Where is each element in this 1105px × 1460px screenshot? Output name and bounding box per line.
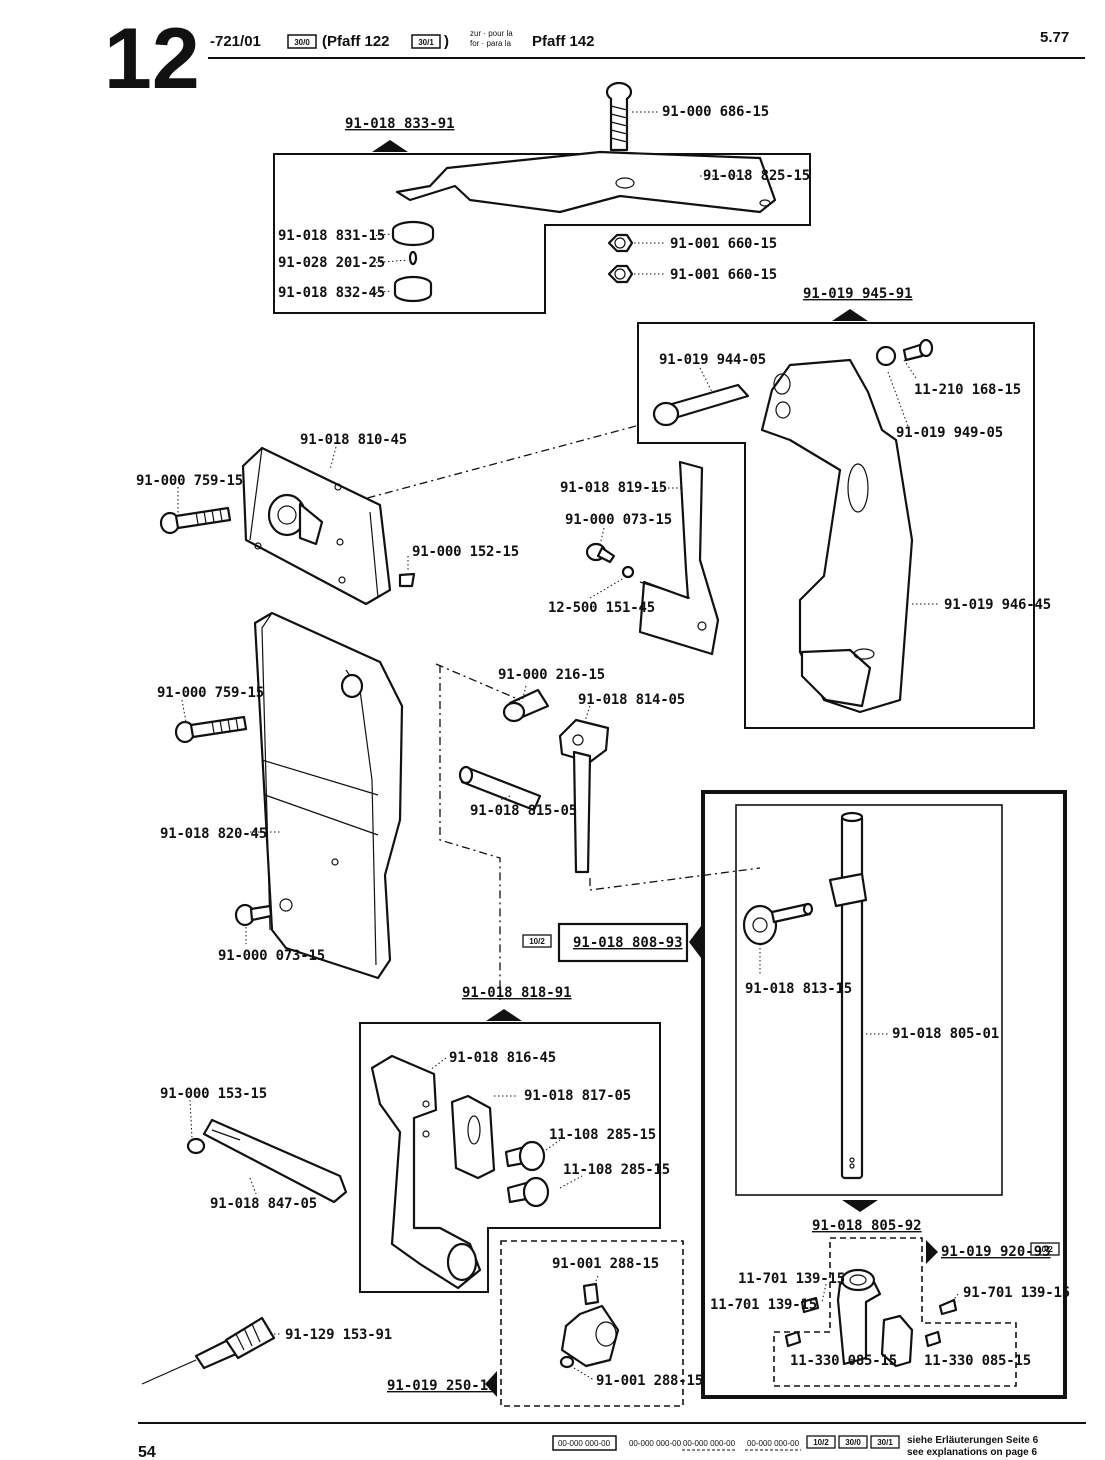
lbl-p13: 91-000 073-15 [565, 512, 672, 528]
edition: 5.77 [1040, 29, 1069, 46]
svg-text:30/0: 30/0 [845, 1438, 861, 1447]
screw-top [605, 81, 633, 152]
model-b: (Pfaff 122 [322, 33, 390, 50]
screw-285-a [504, 1140, 546, 1172]
frame-a1 [273, 153, 811, 314]
clamp-813 [742, 902, 814, 946]
lbl-p14: 91-000 152-15 [412, 544, 519, 560]
plate-820 [253, 611, 404, 980]
lbl-p21: 91-018 820-45 [160, 826, 267, 842]
kit-a4: 91-018 808-93 [573, 935, 683, 951]
frame-a4 [701, 790, 1067, 1399]
lbl-p12: 91-018 819-15 [560, 480, 667, 496]
lbl-p16: 91-019 946-45 [944, 597, 1051, 613]
svg-text:30/1: 30/1 [877, 1438, 893, 1447]
badge-a4: 10/2 [522, 934, 552, 948]
lbl-p17: 91-000 759-15 [157, 685, 264, 701]
footer-codes: 00-000 000-00 00-000 000-00 00-000 000-0… [552, 1435, 801, 1451]
model-a: -721/01 [210, 33, 261, 50]
plate-number: 12 [104, 11, 200, 107]
svg-text:00-000 000-00: 00-000 000-00 [683, 1439, 736, 1448]
lbl-p1: 91-018 825-15 [703, 168, 810, 184]
kit-a2: 91-019 945-91 [803, 286, 913, 302]
small-bottom: for · para la [470, 39, 511, 48]
svg-text:30/0: 30/0 [294, 38, 310, 47]
badge-a6: 10/2 [1030, 1242, 1060, 1256]
hinge-816 [370, 1054, 482, 1290]
collar-288 [560, 1304, 620, 1368]
lbl-p0: 91-000 686-15 [662, 104, 769, 120]
badge-30-0-header: 30/0 [287, 34, 317, 49]
svg-text:00-000 000-00: 00-000 000-00 [558, 1439, 611, 1448]
lbl-p27: 91-018 817-05 [524, 1088, 631, 1104]
note-en: see explanations on page 6 [907, 1447, 1037, 1458]
lbl-p37: 11-330 085-15 [790, 1353, 897, 1369]
footer-badges: 10/2 30/0 30/1 [806, 1435, 900, 1449]
lbl-p10: 91-018 810-45 [300, 432, 407, 448]
needle-bar-805 [828, 811, 868, 1180]
lbl-p2: 91-018 831-15 [278, 228, 385, 244]
clamp-814 [558, 718, 610, 764]
lbl-p9: 91-019 949-05 [896, 425, 1003, 441]
svg-text:30/1: 30/1 [418, 38, 434, 47]
kit-a5: 91-018 805-92 [812, 1218, 922, 1234]
lbl-p3: 91-028 201-25 [278, 255, 385, 271]
note-de: siehe Erläuterungen Seite 6 [907, 1435, 1039, 1446]
kit-a1: 91-018 833-91 [345, 116, 455, 132]
svg-text:00-000 000-00: 00-000 000-00 [747, 1439, 800, 1448]
lbl-p31: 91-001 288-15 [552, 1256, 659, 1272]
lbl-p8: 11-210 168-15 [914, 382, 1021, 398]
screwdriver-153 [141, 1316, 276, 1385]
svg-text:10/2: 10/2 [813, 1438, 829, 1447]
lbl-p23: 91-018 813-15 [745, 981, 852, 997]
lbl-p24: 91-018 805-01 [892, 1026, 999, 1042]
lbl-p5: 91-001 660-15 [670, 236, 777, 252]
lbl-p34: 11-701 139-15 [738, 1271, 845, 1287]
model-c: Pfaff 142 [532, 33, 595, 50]
kit-a7: 91-019 250-11 [387, 1378, 497, 1394]
kit-a3: 91-018 818-91 [462, 985, 572, 1001]
frame-a3 [359, 1022, 661, 1293]
lbl-p30: 91-018 847-05 [210, 1196, 317, 1212]
lbl-p6: 91-001 660-15 [670, 267, 777, 283]
lbl-p35: 11-701 139-15 [710, 1297, 817, 1313]
lbl-p28: 11-108 285-15 [549, 1127, 656, 1143]
screw-759-b [174, 715, 248, 744]
lbl-p32: 91-001 288-15 [596, 1373, 703, 1389]
shaft-847 [202, 1118, 348, 1204]
lbl-p36: 91-701 139-15 [963, 1285, 1070, 1301]
lbl-p22: 91-000 073-15 [218, 948, 325, 964]
lbl-p15: 12-500 151-45 [548, 600, 655, 616]
svg-text:10/2: 10/2 [529, 937, 545, 946]
lbl-p25: 91-000 153-15 [160, 1086, 267, 1102]
screw-759-a [159, 506, 232, 535]
lbl-p29: 11-108 285-15 [563, 1162, 670, 1178]
badge-30-1-header: 30/1 [411, 34, 441, 49]
bracket-819 [638, 460, 720, 656]
spring-bar [395, 150, 777, 214]
small-top: zur · pour la [470, 29, 513, 38]
page-number: 54 [138, 1444, 156, 1460]
needle-bar-frame [760, 358, 914, 714]
guide-817 [450, 1094, 496, 1180]
lbl-p11: 91-000 759-15 [136, 473, 243, 489]
svg-text:10/2: 10/2 [1037, 1245, 1053, 1254]
lbl-p4: 91-018 832-45 [278, 285, 385, 301]
lbl-p38: 11-330 085-15 [924, 1353, 1031, 1369]
lbl-p7: 91-019 944-05 [659, 352, 766, 368]
kit-a6: 91-019 920-93 [941, 1244, 1051, 1260]
lbl-p20: 91-018 815-05 [470, 803, 577, 819]
frame-a2 [637, 322, 1035, 729]
svg-text:00-000 000-00: 00-000 000-00 [629, 1439, 682, 1448]
screw-285-b [506, 1176, 550, 1208]
lbl-p19: 91-018 814-05 [578, 692, 685, 708]
svg-text:): ) [444, 33, 449, 50]
lbl-p26: 91-018 816-45 [449, 1050, 556, 1066]
lbl-p18: 91-000 216-15 [498, 667, 605, 683]
screw-073-b [234, 903, 273, 927]
lbl-p33: 91-129 153-91 [285, 1327, 392, 1343]
